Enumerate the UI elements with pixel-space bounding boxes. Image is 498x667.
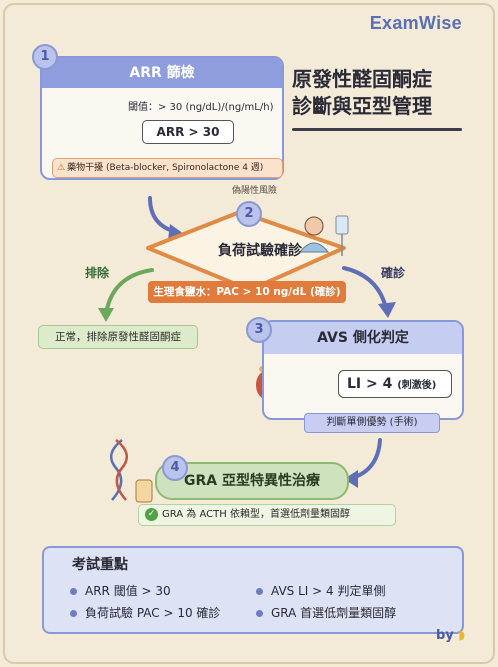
banana-icon: ◗ — [458, 628, 466, 643]
exam-point: 負荷試驗 PAC > 10 確診 — [70, 604, 220, 621]
arrow-head-1 — [168, 224, 184, 240]
check-icon: ✓ — [145, 507, 158, 521]
arrow-head-confirm — [378, 302, 396, 318]
step1-card: ARR 篩檢 閾值：> 30 (ng/dL)/(ng/mL/h) ARR > 3… — [40, 56, 284, 180]
gra-note: ✓ GRA 為 ACTH 依賴型，首選低劑量類固醇 — [138, 504, 396, 526]
bullet-dot — [70, 588, 77, 595]
li-result: LI > 4 (刺激後) — [338, 370, 452, 398]
confirm-label: 確診 — [381, 266, 406, 280]
exam-point: GRA 首選低劑量類固醇 — [256, 604, 396, 621]
step1-header: ARR 篩檢 — [42, 58, 282, 88]
step3-card: AVS 側化判定 LI > 4 (刺激後) — [262, 320, 464, 420]
byline-text: by — [436, 628, 454, 643]
exclude-result: 正常，排除原發性醛固酮症 — [38, 325, 198, 349]
warning-text: 藥物干擾 (Beta-blocker, Spironolactone 4 週) — [67, 163, 264, 173]
bullet-dot — [256, 588, 263, 595]
warning-icon: ⚠ — [57, 163, 66, 173]
drug-interference-warning: ⚠藥物干擾 (Beta-blocker, Spironolactone 4 週) — [52, 158, 283, 178]
li-condition: (刺激後) — [397, 380, 437, 391]
exam-point-text: GRA 首選低劑量類固醇 — [271, 606, 397, 620]
exam-point: AVS LI > 4 判定單側 — [256, 582, 385, 599]
dna-pill-icon — [109, 439, 153, 503]
arrow-head-4 — [344, 470, 358, 488]
page-title: 原發性醛固酮症 診斷與亞型管理 — [292, 66, 472, 120]
title-underline — [292, 128, 462, 131]
paper-border — [3, 3, 495, 664]
arrow-confirm — [342, 266, 388, 310]
arrow-head-exclude — [98, 308, 114, 322]
arr-result: ARR > 30 — [142, 120, 234, 144]
exam-point-text: AVS LI > 4 判定單側 — [271, 584, 386, 598]
step1-number: 1 — [32, 44, 58, 70]
exam-points-title: 考試重點 — [72, 557, 128, 573]
bullet-dot — [70, 610, 77, 617]
title-line-2: 診斷與亞型管理 — [292, 94, 432, 118]
exam-point-text: 負荷試驗 PAC > 10 確診 — [85, 606, 221, 620]
arr-threshold: 閾值：> 30 (ng/dL)/(ng/mL/h) — [128, 102, 274, 113]
brand-logo: ExamWise — [369, 13, 462, 33]
patient-iv-icon — [298, 215, 349, 256]
unilateral-judgement: 判斷單側優勢 (手術) — [304, 413, 440, 433]
saline-criterion: 生理食鹽水：PAC > 10 ng/dL (確診) — [148, 281, 346, 303]
arrow-exclude — [104, 268, 154, 316]
step2-diamond — [146, 210, 346, 292]
exclude-label: 排除 — [85, 266, 110, 280]
step4-number: 4 — [162, 455, 188, 481]
step3-header: AVS 側化判定 — [264, 322, 462, 354]
byline: by ◗ — [436, 628, 465, 643]
exam-points-box: 考試重點 ARR 閾值 > 30 AVS LI > 4 判定單側 負荷試驗 PA… — [42, 546, 464, 634]
li-value: LI > 4 — [347, 376, 393, 392]
title-line-1: 原發性醛固酮症 — [292, 67, 432, 91]
false-positive-note: 偽陽性風險 — [232, 186, 278, 196]
exam-point: ARR 閾值 > 30 — [70, 582, 171, 599]
bullet-dot — [256, 610, 263, 617]
exam-point-text: ARR 閾值 > 30 — [85, 584, 171, 598]
step3-number: 3 — [246, 317, 272, 343]
step2-title: 負荷試驗確診 — [218, 243, 302, 259]
step2-number: 2 — [236, 201, 262, 227]
gra-note-text: GRA 為 ACTH 依賴型，首選低劑量類固醇 — [162, 509, 350, 520]
